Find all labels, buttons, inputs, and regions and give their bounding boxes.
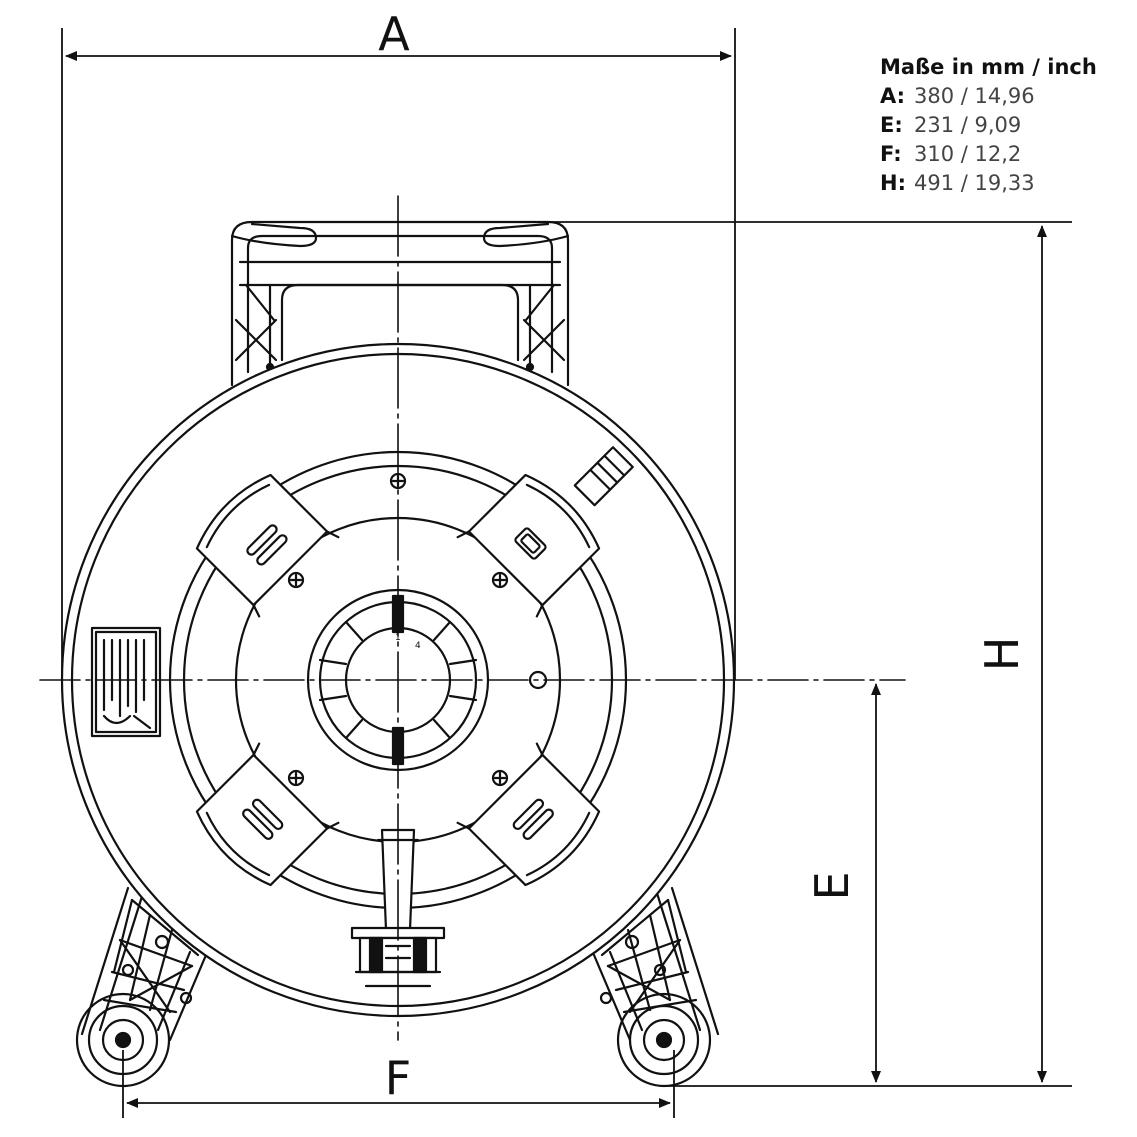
legend-value: 310 / 12,2 xyxy=(914,142,1022,166)
right-leg xyxy=(592,886,720,1042)
gland-top-right xyxy=(573,446,634,507)
legend-row-f: F: 310 / 12,2 xyxy=(880,140,1097,169)
dimension-h-label: H xyxy=(975,637,1029,672)
legend-title: Maße in mm / inch xyxy=(880,55,1097,79)
legend-row-e: E: 231 / 9,09 xyxy=(880,111,1097,140)
legend-key: E: xyxy=(880,113,903,137)
label-plate xyxy=(90,626,162,738)
legend-value: 491 / 19,33 xyxy=(914,171,1035,195)
dimension-f-label: F xyxy=(385,1051,411,1105)
socket-number-1: 1 xyxy=(395,633,401,643)
socket-bottom-right xyxy=(456,742,601,887)
dimension-e-label: E xyxy=(805,871,859,900)
dimension-a-label: A xyxy=(378,7,410,61)
carry-handle xyxy=(230,220,570,387)
dimensions-legend: Maße in mm / inch A: 380 / 14,96 E: 231 / … xyxy=(880,53,1097,198)
dimension-f xyxy=(122,1050,675,1118)
socket-top-left xyxy=(195,473,340,618)
right-wheel xyxy=(616,992,712,1088)
legend-row-a: A: 380 / 14,96 xyxy=(880,82,1097,111)
legend-key: F: xyxy=(880,142,902,166)
legend-row-h: H: 491 / 19,33 xyxy=(880,169,1097,198)
legend-key: A: xyxy=(880,84,906,108)
legend-value: 231 / 9,09 xyxy=(914,113,1022,137)
dimension-a xyxy=(61,28,736,680)
legend-key: H: xyxy=(880,171,906,195)
socket-top-right xyxy=(456,473,601,618)
legend-value: 380 / 14,96 xyxy=(914,84,1035,108)
dimension-h xyxy=(258,221,1072,1087)
socket-bottom-left xyxy=(195,742,340,887)
socket-number-4: 4 xyxy=(415,641,421,651)
center-lines xyxy=(39,195,906,1041)
